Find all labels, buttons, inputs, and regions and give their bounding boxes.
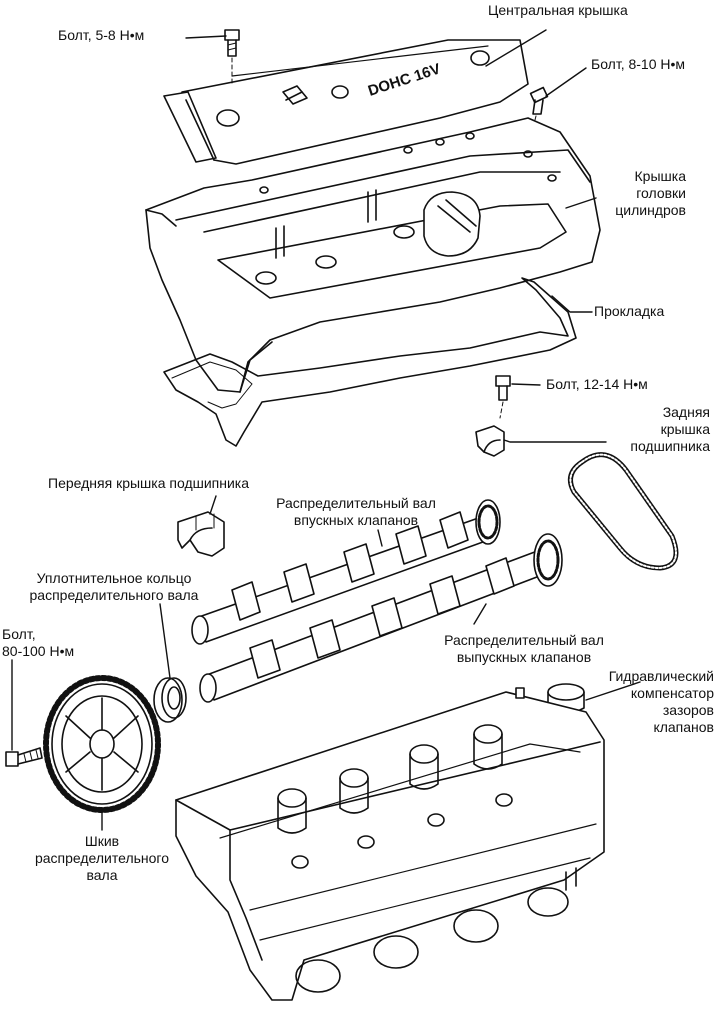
bolt-5-8-part [224,29,240,85]
label-intake-camshaft: Распределительный вал впускных клапанов [276,495,436,528]
leader-front-cap [209,495,217,515]
label-camshaft-pulley: Шкив распределительного вала [34,833,170,883]
leader-exhaust-cam [473,603,487,625]
leader-seal [159,603,171,679]
bolt-80-100-part [5,747,43,767]
label-bolt-12-14: Болт, 12-14 Н•м [546,376,648,392]
label-central-cover: Центральная крышка [488,2,628,18]
label-front-bearing-cap: Передняя крышка подшипника [48,475,250,491]
label-exhaust-camshaft: Распределительный вал выпускных клапанов [444,632,604,665]
label-bolt-80-100: Болт, 80-100 Н•м [2,626,75,659]
leader-bolt-8-10 [545,67,587,97]
timing-belt-part [567,452,679,571]
leader-gasket [551,295,593,313]
leader-lines [11,29,641,831]
leader-bolt-5-8 [185,35,227,39]
camshaft-pulley-part [43,675,161,813]
label-gasket: Прокладка [594,303,665,319]
label-head-cover: Крышка головки цилиндров [615,168,686,218]
cylinder-head-cover [145,117,601,393]
central-cover: DOHC 16V [163,39,529,165]
leader-intake-cam [377,529,383,547]
front-bearing-cap-part [177,511,225,557]
label-camshaft-seal: Уплотнительное кольцо распределительного… [29,570,199,603]
leader-rear-cap [503,439,607,443]
leader-bolt-12-14 [511,383,541,386]
cylinder-head-part [175,687,605,1001]
leader-central-cover [485,29,547,67]
bolt-12-14-part [495,375,511,419]
leader-head-cover [565,197,597,209]
label-rear-bearing-cap: Задняя крышка подшипника [630,404,710,454]
label-bolt-8-10: Болт, 8-10 Н•м [591,56,686,72]
intake-camshaft-part [191,499,501,645]
gasket-part [163,277,577,447]
exhaust-camshaft-part [199,533,563,703]
leader-lifter [585,681,641,701]
label-bolt-5-8: Болт, 5-8 Н•м [58,27,145,43]
label-hydraulic-lifter: Гидравлический компенсатор зазоров клапа… [608,668,714,735]
rear-bearing-cap-part [475,425,505,457]
camshaft-seal-part [153,677,187,723]
